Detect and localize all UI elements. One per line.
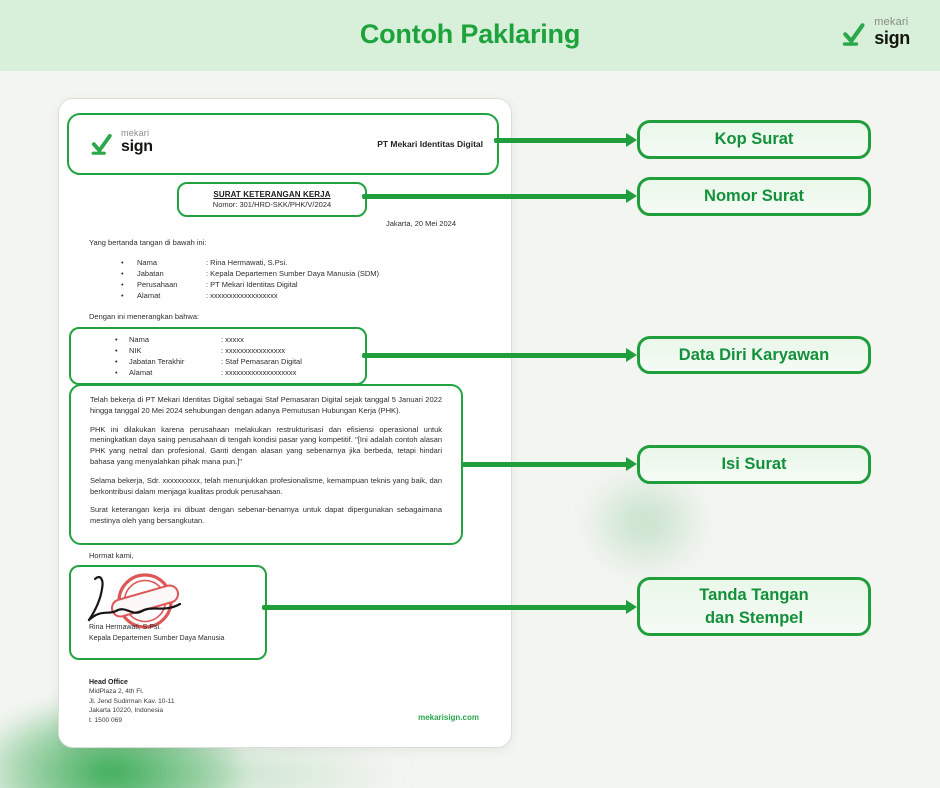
bullet-icon (121, 279, 137, 290)
detail-label: Jabatan Terakhir (129, 357, 185, 366)
letter-document: mekari sign PT Mekari Identitas Digital … (58, 98, 512, 748)
letter-body-section: Telah bekerja di PT Mekari Identitas Dig… (69, 384, 463, 545)
brand-mekari-label: mekari (121, 128, 150, 138)
detail-value: : PT Mekari Identitas Digital (206, 280, 298, 289)
signature-section: Rina Hermawati, S.Psi. Kepala Departemen… (69, 565, 267, 660)
brand-sign-label: sign (874, 27, 910, 48)
letter-number: Nomor: 301/HRD-SKK/PHK/V/2024 (212, 200, 332, 210)
connector-line (494, 138, 628, 143)
bullet-icon (115, 367, 129, 378)
callout-isi-surat: Isi Surat (637, 445, 871, 484)
page-title: Contoh Paklaring (359, 19, 581, 49)
check-icon (840, 20, 867, 47)
intro-line: Yang bertanda tangan di bawah ini: (89, 238, 207, 247)
connector-line (462, 462, 628, 467)
detail-label: NIK (129, 346, 142, 355)
callout-nomor-surat: Nomor Surat (637, 177, 871, 216)
signer-name: Rina Hermawati, S.Psi. (89, 624, 161, 631)
detail-value: : Staf Pemasaran Digital (221, 357, 302, 366)
bullet-icon (121, 257, 137, 268)
arrow-right-icon (626, 348, 637, 362)
footer-address-block: Head Office MidPlaza 2, 4th Fl. Jl. Jend… (89, 678, 175, 725)
company-name: PT Mekari Identitas Digital (377, 139, 483, 149)
detail-row: NIK : xxxxxxxxxxxxxxxx (115, 345, 302, 356)
arrow-right-icon (626, 133, 637, 147)
bullet-icon (115, 345, 129, 356)
bullet-icon (121, 268, 137, 279)
callout-label: Tanda Tangan (699, 586, 809, 605)
bullet-icon (121, 290, 137, 301)
detail-label: Jabatan (137, 269, 164, 278)
detail-value: : xxxxxxxxxxxxxxxxxxx (221, 368, 297, 377)
callout-label: Kop Surat (714, 130, 794, 149)
stamp-icon (110, 573, 180, 629)
connector-line (262, 605, 628, 610)
footer-address-line: Jl. Jend Sudirman Kav. 10-11 (89, 697, 175, 705)
arrow-right-icon (626, 600, 637, 614)
detail-value: : xxxxxxxxxxxxxxxxxx (206, 291, 278, 300)
letter-title: SURAT KETERANGAN KERJA (213, 189, 331, 199)
signer-title: Kepala Departemen Sumber Daya Manusia (89, 635, 225, 642)
connector-line (362, 194, 628, 199)
callout-label: Isi Surat (721, 455, 787, 474)
footer-website-link[interactable]: mekarisign.com (418, 713, 479, 722)
detail-row: Jabatan Terakhir : Staf Pemasaran Digita… (115, 356, 302, 367)
mekari-sign-logo: mekari sign (840, 16, 910, 47)
detail-row: Jabatan : Kepala Departemen Sumber Daya … (121, 268, 379, 279)
detail-label: Perusahaan (137, 280, 178, 289)
detail-row: Alamat : xxxxxxxxxxxxxxxxxx (121, 290, 379, 301)
detail-value: : Kepala Departemen Sumber Daya Manusia … (206, 269, 379, 278)
connector-line (362, 353, 628, 358)
callout-label: Nomor Surat (704, 187, 804, 206)
letter-title-section: SURAT KETERANGAN KERJA Nomor: 301/HRD-SK… (177, 182, 367, 217)
signature-and-stamp-image (87, 573, 182, 629)
callout-data-diri-karyawan: Data Diri Karyawan (637, 336, 871, 374)
check-icon (89, 131, 114, 156)
header-band: Contoh Paklaring mekari sign (0, 0, 940, 71)
letterhead-section: mekari sign PT Mekari Identitas Digital (67, 113, 499, 175)
dateline: Jakarta, 20 Mei 2024 (385, 219, 456, 228)
footer-address-line: t. 1500 069 (89, 716, 122, 724)
detail-row: Alamat : xxxxxxxxxxxxxxxxxxx (115, 367, 302, 378)
callout-kop-surat: Kop Surat (637, 120, 871, 159)
body-paragraph: PHK ini dilakukan karena perusahaan mela… (90, 424, 442, 466)
closing-line: Hormat kami, (89, 551, 134, 560)
footer-office-label: Head Office (89, 679, 128, 686)
bullet-icon (115, 356, 129, 367)
detail-row: Perusahaan : PT Mekari Identitas Digital (121, 279, 379, 290)
arrow-right-icon (626, 457, 637, 471)
detail-row: Nama : Rina Hermawati, S.Psi. (121, 257, 379, 268)
body-paragraph: Telah bekerja di PT Mekari Identitas Dig… (90, 395, 442, 415)
detail-label: Nama (137, 258, 158, 267)
signer-detail-list: Nama : Rina Hermawati, S.Psi. Jabatan : … (121, 257, 379, 301)
signature-image (87, 575, 182, 622)
footer-address-line: Jakarta 10220, Indonesia (89, 707, 164, 715)
letterhead-logo: mekari sign (89, 128, 153, 156)
callout-label: dan Stempel (704, 608, 804, 627)
detail-row: Nama : xxxxx (115, 334, 302, 345)
detail-value: : xxxxx (221, 335, 244, 344)
body-paragraph: Surat keterangan kerja ini dibuat dengan… (90, 505, 442, 526)
brand-sign-label: sign (121, 138, 153, 155)
arrow-right-icon (626, 189, 637, 203)
employee-detail-list: Nama : xxxxx NIK : xxxxxxxxxxxxxxxx Jaba… (115, 334, 302, 378)
statement-line: Dengan ini menerangkan bahwa: (89, 312, 200, 321)
detail-label: Nama (129, 335, 150, 344)
callout-tanda-tangan-dan-stempel: Tanda Tangan dan Stempel (637, 577, 871, 636)
detail-value: : Rina Hermawati, S.Psi. (206, 258, 288, 267)
bullet-icon (115, 334, 129, 345)
footer-address-line: MidPlaza 2, 4th Fl. (89, 688, 144, 696)
detail-label: Alamat (129, 368, 153, 377)
employee-data-section: Nama : xxxxx NIK : xxxxxxxxxxxxxxxx Jaba… (69, 327, 367, 385)
callout-label: Data Diri Karyawan (678, 345, 830, 364)
detail-value: : xxxxxxxxxxxxxxxx (221, 346, 286, 355)
detail-label: Alamat (137, 291, 161, 300)
body-paragraph: Selama bekerja, Sdr. xxxxxxxxxx, telah m… (90, 475, 442, 496)
brand-mekari-label: mekari (874, 15, 909, 28)
